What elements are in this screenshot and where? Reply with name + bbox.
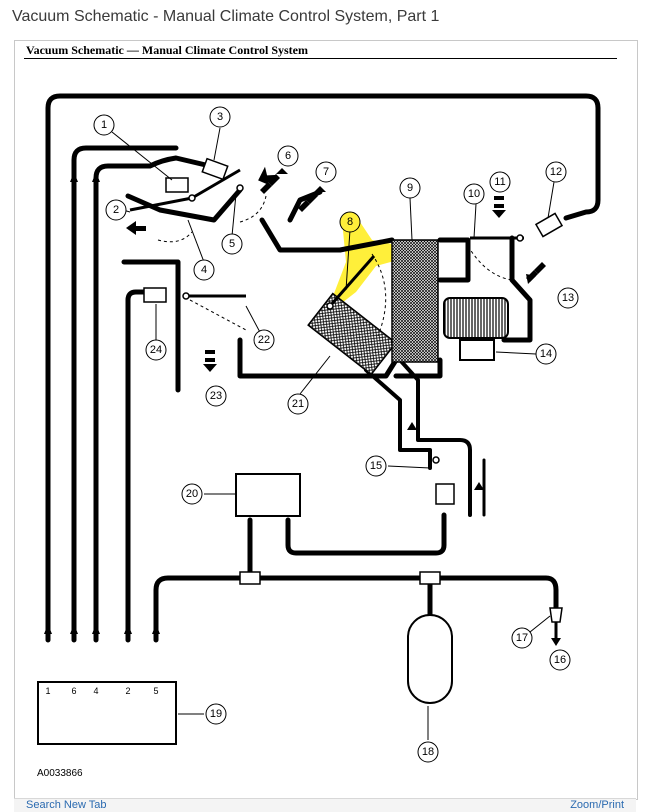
callout-label-19: 19 — [210, 708, 222, 720]
callout-2 — [105, 199, 127, 221]
callout-9 — [399, 177, 421, 199]
diagram-title: Vacuum Schematic — Manual Climate Contro… — [26, 43, 308, 57]
callout-label-23: 23 — [210, 390, 222, 402]
callout-16 — [549, 649, 571, 671]
callout-22 — [253, 329, 275, 351]
callout-markers — [93, 106, 579, 763]
callout-label-3: 3 — [217, 111, 223, 123]
zoom-print-link[interactable]: Zoom/Print — [570, 799, 624, 811]
callout-17 — [511, 627, 533, 649]
callout-12 — [545, 161, 567, 183]
callout-label-7: 7 — [323, 166, 329, 178]
highlight-door-8 — [330, 216, 398, 306]
port-label-6: 6 — [71, 686, 76, 696]
callout-label-21: 21 — [292, 398, 304, 410]
callout-label-10: 10 — [468, 188, 480, 200]
callout-label-8: 8 — [347, 216, 353, 228]
callout-label-9: 9 — [407, 182, 413, 194]
line-port-4 — [93, 155, 213, 643]
callout-8 — [339, 211, 361, 233]
evaporator-core-9 — [391, 239, 439, 363]
callout-label-12: 12 — [550, 166, 562, 178]
blower-14 — [443, 297, 509, 339]
vacuum-motor-24 — [143, 287, 167, 303]
callout-23 — [205, 385, 227, 407]
callout-24 — [145, 339, 167, 361]
figure-code: A0033866 — [37, 768, 83, 779]
callout-label-1: 1 — [101, 119, 107, 131]
callout-6 — [277, 145, 299, 167]
callout-label-6: 6 — [285, 150, 291, 162]
callout-14 — [535, 343, 557, 365]
vacuum-motor-12 — [534, 212, 564, 238]
callout-7 — [315, 161, 337, 183]
callout-13 — [557, 287, 579, 309]
callout-5 — [221, 233, 243, 255]
callout-21 — [287, 393, 309, 415]
line-port-6 — [71, 145, 179, 643]
callout-label-13: 13 — [562, 292, 574, 304]
port-label-4: 4 — [93, 686, 98, 696]
callout-label-4: 4 — [201, 264, 207, 276]
bottom-toolbar: Search New Tab Zoom/Print — [14, 798, 636, 812]
callout-label-18: 18 — [422, 746, 434, 758]
vacuum-control-20 — [235, 473, 301, 517]
callout-label-20: 20 — [186, 488, 198, 500]
callout-3 — [209, 106, 231, 128]
callout-label-16: 16 — [554, 654, 566, 666]
callout-label-15: 15 — [370, 460, 382, 472]
callout-1 — [93, 114, 115, 136]
heater-core-21 — [307, 292, 397, 376]
port-label-5: 5 — [153, 686, 158, 696]
vacuum-motor-15 — [435, 483, 455, 505]
outer-vacuum-line — [45, 93, 601, 643]
callout-15 — [365, 455, 387, 477]
callout-4 — [193, 259, 215, 281]
title-rule — [24, 58, 617, 59]
callout-11 — [489, 171, 511, 193]
callout-19 — [205, 703, 227, 725]
function-selector-19 — [37, 681, 177, 745]
callout-label-24: 24 — [150, 344, 162, 356]
callout-label-17: 17 — [516, 632, 528, 644]
blower-motor — [459, 339, 495, 361]
port-label-2: 2 — [125, 686, 130, 696]
callout-label-11: 11 — [494, 176, 505, 188]
vacuum-motor-1 — [165, 177, 189, 193]
vacuum-motor-3 — [201, 157, 229, 181]
callout-label-14: 14 — [540, 348, 552, 360]
callout-label-22: 22 — [258, 334, 270, 346]
callout-label-5: 5 — [229, 238, 235, 250]
page-title: Vacuum Schematic - Manual Climate Contro… — [12, 8, 440, 25]
line-port-2 — [125, 289, 151, 643]
vacuum-reservoir-18 — [407, 614, 453, 704]
callout-10 — [463, 183, 485, 205]
line-port-5 — [153, 575, 559, 643]
port-label-1: 1 — [45, 686, 50, 696]
callout-20 — [181, 483, 203, 505]
search-new-tab-link[interactable]: Search New Tab — [26, 799, 107, 811]
callout-18 — [417, 741, 439, 763]
callout-label-2: 2 — [113, 204, 119, 216]
